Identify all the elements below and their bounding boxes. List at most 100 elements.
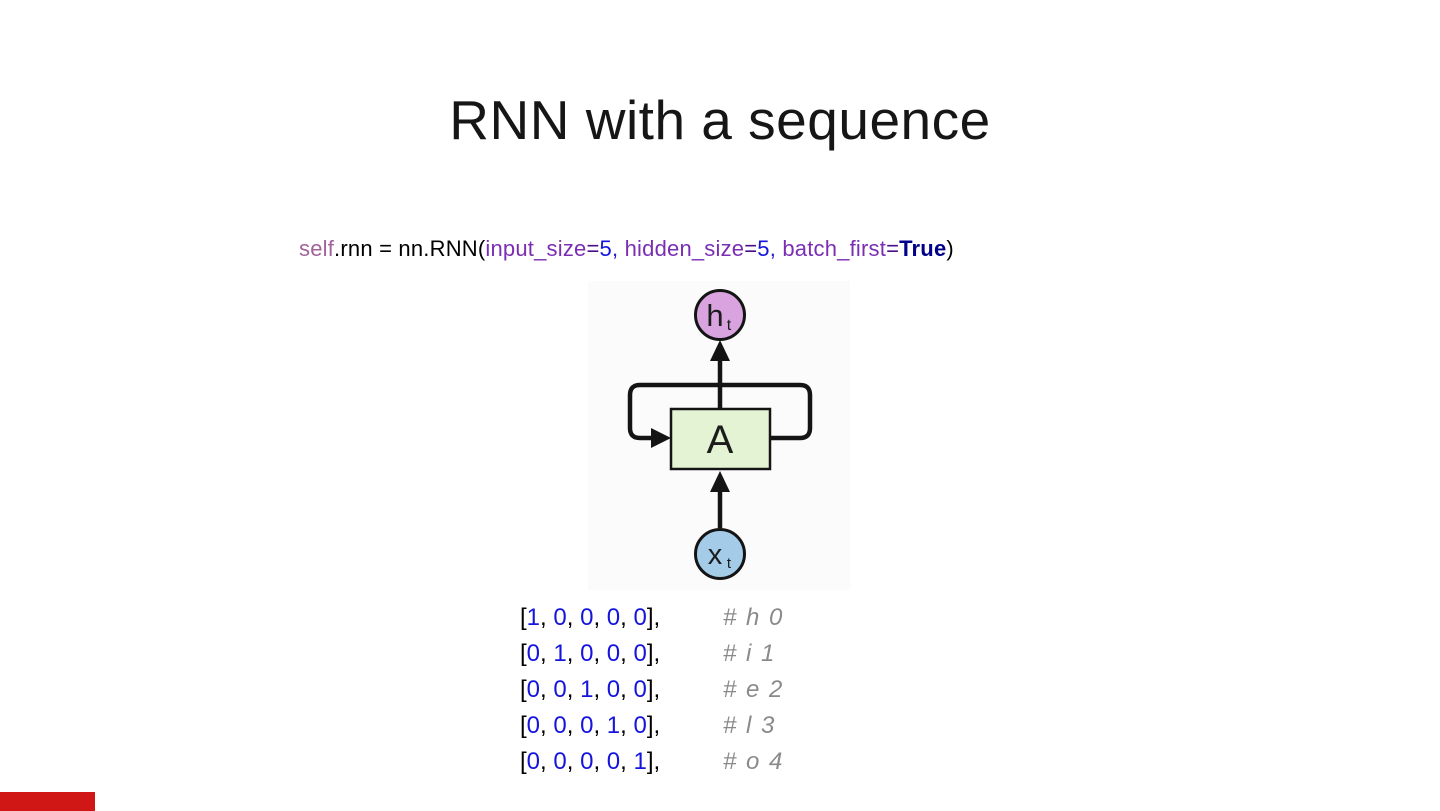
input-arrowhead xyxy=(710,471,730,492)
vector-row: [1, 0, 0, 0, 0],# h 0 xyxy=(520,600,784,636)
vector-punctuation: , xyxy=(593,748,607,775)
vector-number: 0 xyxy=(553,676,567,703)
code-token: True xyxy=(899,236,947,261)
vector-punctuation: , xyxy=(593,712,607,739)
vector-number: 0 xyxy=(606,640,621,667)
vector-comment: # o 4 xyxy=(723,748,784,775)
loop-arrowhead xyxy=(651,428,671,448)
code-token: 5 xyxy=(757,236,770,261)
vector-number: 0 xyxy=(580,604,594,631)
vector-punctuation: [ xyxy=(520,640,527,667)
vector-punctuation: , xyxy=(620,640,634,667)
vector-punctuation: , xyxy=(620,676,634,703)
vector-punctuation: , xyxy=(593,640,607,667)
vector-row: [0, 1, 0, 0, 0],# i 1 xyxy=(520,636,784,672)
code-token: ) xyxy=(946,236,954,261)
hidden-state-label: h xyxy=(706,298,723,333)
vector-number: 0 xyxy=(553,748,567,775)
vector-punctuation: ], xyxy=(646,712,661,739)
vector-number: 0 xyxy=(633,640,647,667)
code-token: batch_first xyxy=(782,236,887,261)
vector-punctuation: [ xyxy=(520,748,527,775)
vector-values: [1, 0, 0, 0, 0], xyxy=(520,600,723,636)
vector-number: 0 xyxy=(553,604,567,631)
vector-number: 0 xyxy=(526,676,541,703)
vector-number: 1 xyxy=(606,712,621,739)
slide-title: RNN with a sequence xyxy=(449,89,991,151)
vector-punctuation: , xyxy=(540,604,554,631)
vector-comment: # i 1 xyxy=(723,640,776,667)
vector-punctuation: [ xyxy=(520,712,527,739)
code-token: , xyxy=(769,236,783,261)
code-line: self.rnn = nn.RNN(input_size=5, hidden_s… xyxy=(299,236,954,262)
code-token: self xyxy=(299,236,335,261)
vector-comment: # l 3 xyxy=(723,712,776,739)
vector-comment: # h 0 xyxy=(723,604,784,631)
vector-number: 0 xyxy=(580,748,594,775)
code-token: hidden_size xyxy=(624,236,745,261)
vector-values: [0, 0, 0, 0, 1], xyxy=(520,744,723,780)
vector-punctuation: , xyxy=(620,748,634,775)
hidden-state-node xyxy=(694,289,746,341)
vector-comment: # e 2 xyxy=(723,676,784,703)
vector-row: [0, 0, 1, 0, 0],# e 2 xyxy=(520,672,784,708)
vector-punctuation: [ xyxy=(520,604,527,631)
vector-punctuation: ], xyxy=(646,604,661,631)
vector-punctuation: ], xyxy=(646,748,661,775)
vector-number: 1 xyxy=(633,748,647,775)
rnn-cell-box xyxy=(669,407,772,471)
vector-number: 1 xyxy=(526,604,541,631)
vector-punctuation: [ xyxy=(520,676,527,703)
vector-punctuation: ], xyxy=(646,676,661,703)
rnn-diagram: A h t x t xyxy=(588,281,850,590)
code-token: = xyxy=(744,236,758,261)
vector-number: 1 xyxy=(553,640,567,667)
code-token: input_size xyxy=(485,236,587,261)
vector-values: [0, 0, 1, 0, 0], xyxy=(520,672,723,708)
vector-number: 0 xyxy=(633,604,647,631)
input-subscript: t xyxy=(727,555,732,572)
code-token: 5 xyxy=(599,236,612,261)
code-token: .rnn = nn.RNN( xyxy=(334,236,486,261)
vector-number: 0 xyxy=(580,640,594,667)
vector-number: 1 xyxy=(580,676,594,703)
vector-number: 0 xyxy=(606,676,621,703)
vector-number: 0 xyxy=(553,712,567,739)
vector-punctuation: , xyxy=(566,676,581,703)
vector-row: [0, 0, 0, 1, 0],# l 3 xyxy=(520,708,784,744)
vector-punctuation: , xyxy=(593,676,607,703)
hidden-state-subscript: t xyxy=(727,317,732,334)
vector-number: 0 xyxy=(526,640,541,667)
vector-punctuation: , xyxy=(566,640,581,667)
vector-number: 0 xyxy=(633,676,647,703)
vector-punctuation: , xyxy=(540,640,554,667)
vector-number: 0 xyxy=(526,748,541,775)
vector-punctuation: , xyxy=(620,604,634,631)
vector-number: 0 xyxy=(633,712,647,739)
vector-punctuation: , xyxy=(566,748,581,775)
vector-number: 0 xyxy=(580,712,594,739)
one-hot-vectors: [1, 0, 0, 0, 0],# h 0[0, 1, 0, 0, 0],# i… xyxy=(520,600,784,780)
vector-row: [0, 0, 0, 0, 1],# o 4 xyxy=(520,744,784,780)
vector-number: 0 xyxy=(606,604,621,631)
vector-punctuation: , xyxy=(540,712,554,739)
vector-punctuation: , xyxy=(540,676,554,703)
input-label: x xyxy=(708,539,723,571)
code-token: , xyxy=(611,236,625,261)
slide-progress-bar xyxy=(0,792,95,811)
vector-number: 0 xyxy=(526,712,541,739)
vector-punctuation: , xyxy=(620,712,634,739)
code-token: = xyxy=(886,236,900,261)
vector-values: [0, 1, 0, 0, 0], xyxy=(520,636,723,672)
vector-punctuation: , xyxy=(566,604,581,631)
vector-number: 0 xyxy=(606,748,621,775)
rnn-cell-label: A xyxy=(707,418,734,462)
input-node xyxy=(694,528,746,580)
vector-values: [0, 0, 0, 1, 0], xyxy=(520,708,723,744)
vector-punctuation: , xyxy=(566,712,581,739)
output-arrowhead xyxy=(710,340,730,361)
vector-punctuation: ], xyxy=(646,640,661,667)
code-token: = xyxy=(586,236,600,261)
rnn-diagram-svg: A h t x t xyxy=(627,289,813,580)
